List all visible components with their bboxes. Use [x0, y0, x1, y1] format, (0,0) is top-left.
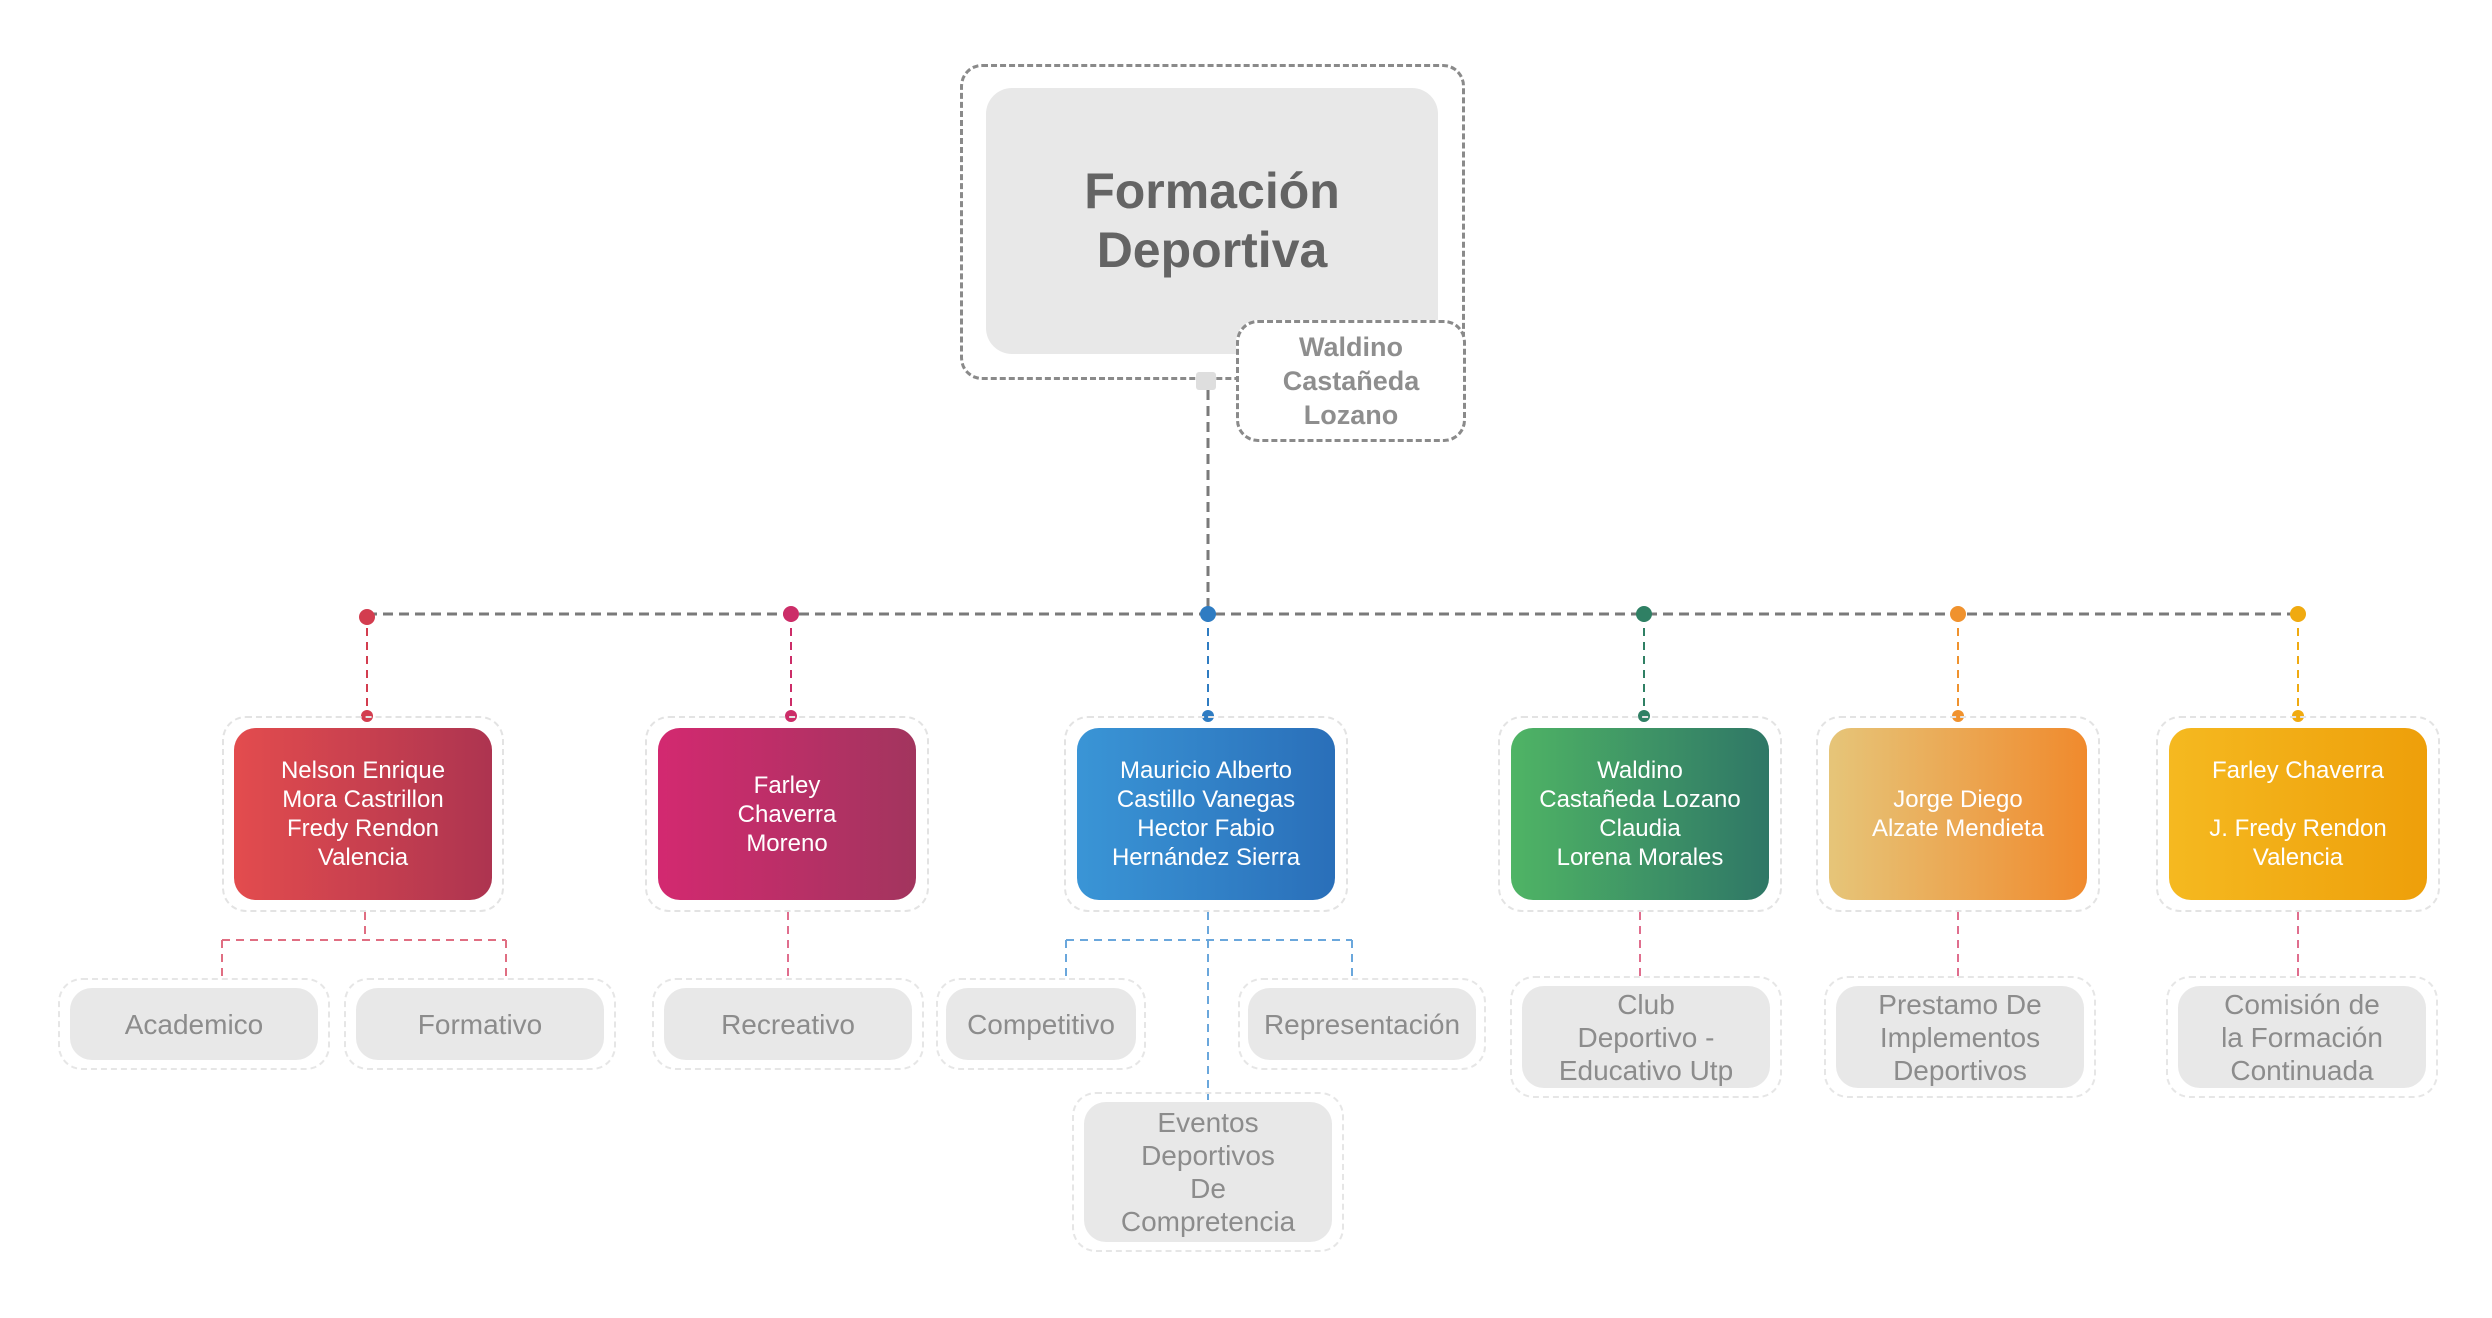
leader-card-6-text: Farley Chaverra J. Fredy Rendon Valencia — [2209, 757, 2387, 871]
unit-recreativo[interactable]: Recreativo — [664, 988, 912, 1060]
branch-3-child-lines — [1065, 912, 1353, 1100]
root-head-label: Waldino Castañeda Lozano — [1236, 320, 1466, 442]
unit-comision-formacion[interactable]: Comisión de la Formación Continuada — [2178, 986, 2426, 1088]
unit-outline-representacion — [1238, 978, 1486, 1070]
leader-card-3[interactable]: Mauricio Alberto Castillo Vanegas Hector… — [1077, 728, 1335, 900]
leader-card-4-text: Waldino Castañeda Lozano Claudia Lorena … — [1539, 757, 1741, 871]
bus-dot-6 — [2290, 606, 2306, 622]
unit-outline-comision — [2166, 976, 2438, 1098]
leader-card-2[interactable]: Farley Chaverra Moreno — [658, 728, 916, 900]
leader-card-4[interactable]: Waldino Castañeda Lozano Claudia Lorena … — [1511, 728, 1769, 900]
bus-dot-3 — [1200, 606, 1216, 622]
root-node[interactable]: Formación Deportiva — [986, 88, 1438, 354]
unit-club-deportivo[interactable]: Club Deportivo - Educativo Utp — [1522, 986, 1770, 1088]
unit-competitivo[interactable]: Competitivo — [946, 988, 1136, 1060]
unit-outline-eventos — [1072, 1092, 1344, 1252]
leader-card-1[interactable]: Nelson Enrique Mora Castrillon Fredy Ren… — [234, 728, 492, 900]
leader-card-outline-5 — [1816, 716, 2100, 912]
unit-formativo[interactable]: Formativo — [356, 988, 604, 1060]
unit-outline-formativo — [344, 978, 616, 1070]
leader-card-outline-6 — [2156, 716, 2440, 912]
unit-prestamo-implementos[interactable]: Prestamo De Implementos Deportivos — [1836, 986, 2084, 1088]
unit-eventos-deportivos[interactable]: Eventos Deportivos De Compretencia — [1084, 1102, 1332, 1242]
leader-card-1-text: Nelson Enrique Mora Castrillon Fredy Ren… — [280, 757, 446, 871]
leader-card-outline-3 — [1064, 716, 1348, 912]
branch-1-child-lines — [221, 912, 507, 978]
unit-representacion[interactable]: Representación — [1248, 988, 1476, 1060]
unit-outline-prestamo — [1824, 976, 2096, 1098]
leader-card-5-text: Jorge Diego Alzate Mendieta — [1871, 786, 2045, 842]
bus-dot-5 — [1950, 606, 1966, 622]
root-title: Formación Deportiva — [1084, 163, 1340, 278]
leader-card-outline-1 — [222, 716, 504, 912]
bus-dot-2 — [783, 606, 799, 622]
leader-card-5[interactable]: Jorge Diego Alzate Mendieta — [1829, 728, 2087, 900]
unit-outline-academico — [58, 978, 330, 1070]
leader-card-2-text: Farley Chaverra Moreno — [737, 771, 837, 857]
unit-academico[interactable]: Academico — [70, 988, 318, 1060]
unit-outline-competitivo — [936, 978, 1146, 1070]
unit-outline-recreativo — [652, 978, 924, 1070]
unit-outline-club — [1510, 976, 1782, 1098]
leader-card-outline-4 — [1498, 716, 1782, 912]
bus-dot-1 — [359, 609, 375, 625]
leader-card-6[interactable]: Farley Chaverra J. Fredy Rendon Valencia — [2169, 728, 2427, 900]
leader-card-outline-2 — [645, 716, 929, 912]
bus-dot-4 — [1636, 606, 1652, 622]
leader-card-3-text: Mauricio Alberto Castillo Vanegas Hector… — [1111, 757, 1301, 871]
root-connector-handle[interactable] — [1196, 372, 1216, 390]
